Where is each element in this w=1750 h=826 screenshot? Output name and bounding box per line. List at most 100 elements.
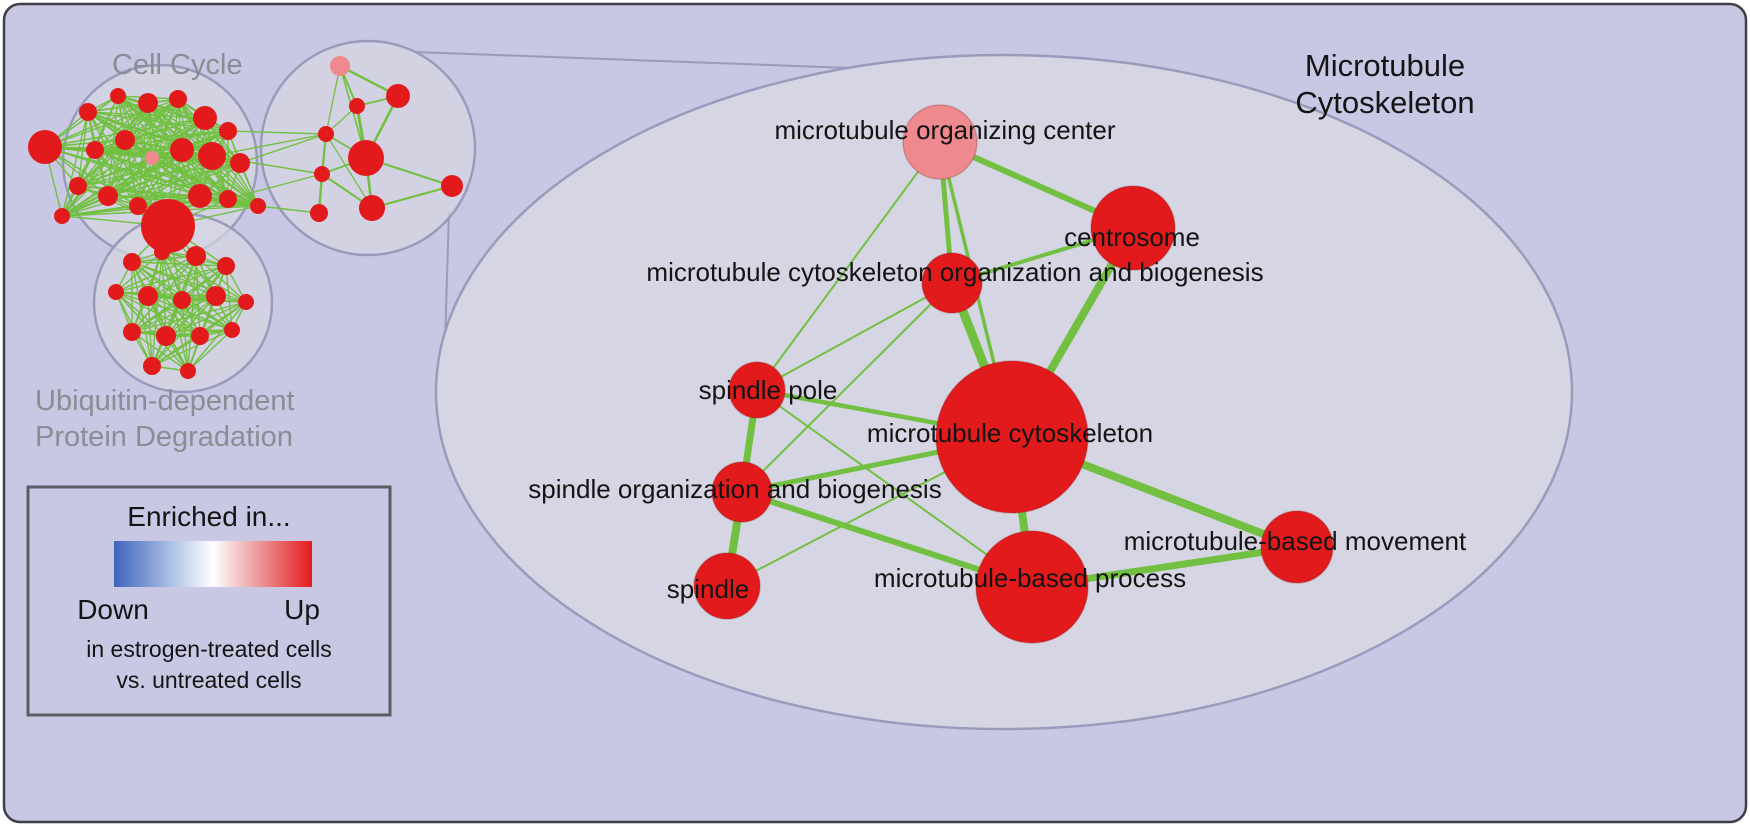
overview-edge bbox=[187, 329, 233, 372]
detail-node-label-spindle_org: spindle organization and biogenesis bbox=[528, 474, 941, 504]
overview-node-ub6 bbox=[138, 286, 158, 306]
detail-node-moc bbox=[902, 104, 978, 180]
overview-node-m_spindle bbox=[310, 204, 328, 222]
detail-node-label-cytoskeleton: microtubule cytoskeleton bbox=[867, 418, 1153, 448]
overview-node-cc1 bbox=[28, 130, 62, 164]
overview-edge bbox=[77, 139, 126, 187]
overview-node-ub9 bbox=[238, 294, 254, 310]
legend-up-label: Up bbox=[284, 594, 320, 625]
ubiquitin-label-line1: Ubiquitin-dependent bbox=[35, 385, 295, 417]
overview-node-ub11 bbox=[156, 326, 176, 346]
overview-node-cc4 bbox=[138, 93, 158, 113]
detail-edge-org-spindle_pole bbox=[756, 282, 953, 391]
overview-edge bbox=[147, 295, 233, 331]
overview-edge bbox=[227, 130, 327, 135]
overview-edge bbox=[77, 155, 213, 187]
overview-node-ub12 bbox=[191, 327, 209, 345]
legend-title: Enriched in... bbox=[127, 501, 290, 532]
overview-edge bbox=[61, 149, 183, 217]
overview-node-m_org bbox=[349, 98, 365, 114]
overview-edge bbox=[77, 111, 89, 187]
overview-node-cc11 bbox=[170, 138, 194, 162]
detail-node-org bbox=[921, 252, 983, 314]
overview-node-ub13 bbox=[224, 322, 240, 338]
detail-edge-spindle_pole-process bbox=[756, 389, 1033, 588]
overview-node-ub14 bbox=[143, 357, 161, 375]
overview-node-m_move bbox=[441, 175, 463, 197]
overview-edge bbox=[239, 133, 327, 164]
detail-node-movement bbox=[1260, 510, 1334, 584]
overview-node-ub15 bbox=[180, 363, 196, 379]
overview-edge bbox=[94, 102, 149, 151]
overview-node-ub2 bbox=[154, 244, 170, 260]
overview-edge bbox=[61, 155, 213, 217]
overview-edge bbox=[107, 149, 183, 197]
legend-down-label: Down bbox=[77, 594, 149, 625]
overview-node-cc8 bbox=[86, 141, 104, 159]
overview-edge bbox=[147, 265, 227, 297]
ubiquitin-label-line2: Protein Degradation bbox=[35, 421, 293, 453]
overview-edge bbox=[137, 98, 179, 207]
detail-node-spindle_pole bbox=[728, 361, 786, 419]
overview-edge bbox=[115, 291, 233, 331]
overview-node-cc19 bbox=[219, 190, 237, 208]
overview-edge bbox=[131, 295, 217, 333]
detail-node-process bbox=[975, 530, 1089, 644]
overview-node-cc10 bbox=[145, 151, 159, 165]
detail-node-cytoskeleton bbox=[935, 360, 1089, 514]
overview-edge bbox=[131, 299, 183, 333]
overview-node-cc13 bbox=[230, 153, 250, 173]
overview-edge bbox=[131, 301, 247, 333]
overview-node-m_cent bbox=[386, 84, 410, 108]
zoom-cone-line bbox=[414, 51, 851, 69]
overview-node-ub7 bbox=[173, 291, 191, 309]
detail-edge-org-spindle_org bbox=[741, 282, 953, 493]
overview-edge bbox=[151, 329, 233, 367]
legend-box bbox=[26, 485, 392, 717]
overview-node-ub3 bbox=[186, 246, 206, 266]
overview-node-ub8 bbox=[206, 286, 226, 306]
overview-edge bbox=[257, 205, 320, 214]
overview-node-ub10 bbox=[123, 323, 141, 341]
overview-node-cc17 bbox=[141, 199, 195, 253]
detail-node-label-org: microtubule cytoskeleton organization an… bbox=[646, 257, 1263, 287]
detail-node-spindle_org bbox=[711, 461, 773, 523]
overview-node-m_moc bbox=[330, 56, 350, 76]
overview-edge bbox=[124, 139, 139, 207]
overview-edge bbox=[151, 335, 201, 367]
detail-node-label-moc: microtubule organizing center bbox=[774, 115, 1115, 145]
overview-edge bbox=[115, 291, 167, 337]
overview-edge bbox=[181, 299, 233, 331]
overview-node-cc18 bbox=[188, 184, 212, 208]
overview-node-ub4 bbox=[217, 257, 235, 275]
overview-edge bbox=[165, 301, 247, 337]
detail-nodes bbox=[693, 104, 1334, 644]
overview-edge bbox=[227, 173, 323, 200]
overview-node-cc6 bbox=[193, 106, 217, 130]
detail-node-label-centrosome: centrosome bbox=[1064, 222, 1200, 252]
overview-edge bbox=[115, 251, 163, 293]
overview-node-cc9 bbox=[115, 130, 135, 150]
legend: Enriched in... Down Up in estrogen-treat… bbox=[26, 485, 392, 717]
overview-edge bbox=[325, 133, 373, 209]
overview-node-cc15 bbox=[98, 186, 118, 206]
overview-edge bbox=[124, 117, 206, 141]
overview-edge bbox=[44, 146, 201, 197]
overview-edge bbox=[211, 155, 323, 175]
overview-node-cc12 bbox=[198, 142, 226, 170]
detail-node-label-spindle: spindle bbox=[667, 574, 749, 604]
legend-gradient-bar bbox=[114, 541, 312, 587]
overview-node-cc3 bbox=[110, 88, 126, 104]
overview-node-ub5 bbox=[108, 284, 124, 300]
overview-node-cc20 bbox=[54, 208, 70, 224]
overview-node-cc5 bbox=[169, 90, 187, 108]
detail-node-labels: microtubule organizing center centrosome m… bbox=[528, 115, 1467, 604]
overview-edge bbox=[131, 331, 189, 372]
overview-edge bbox=[131, 329, 233, 333]
overview-edge bbox=[94, 98, 179, 151]
detail-title-line1: Microtubule bbox=[1305, 48, 1465, 83]
overview-edge bbox=[124, 130, 229, 141]
overview-edge bbox=[115, 255, 197, 293]
overview-edge bbox=[211, 133, 327, 157]
